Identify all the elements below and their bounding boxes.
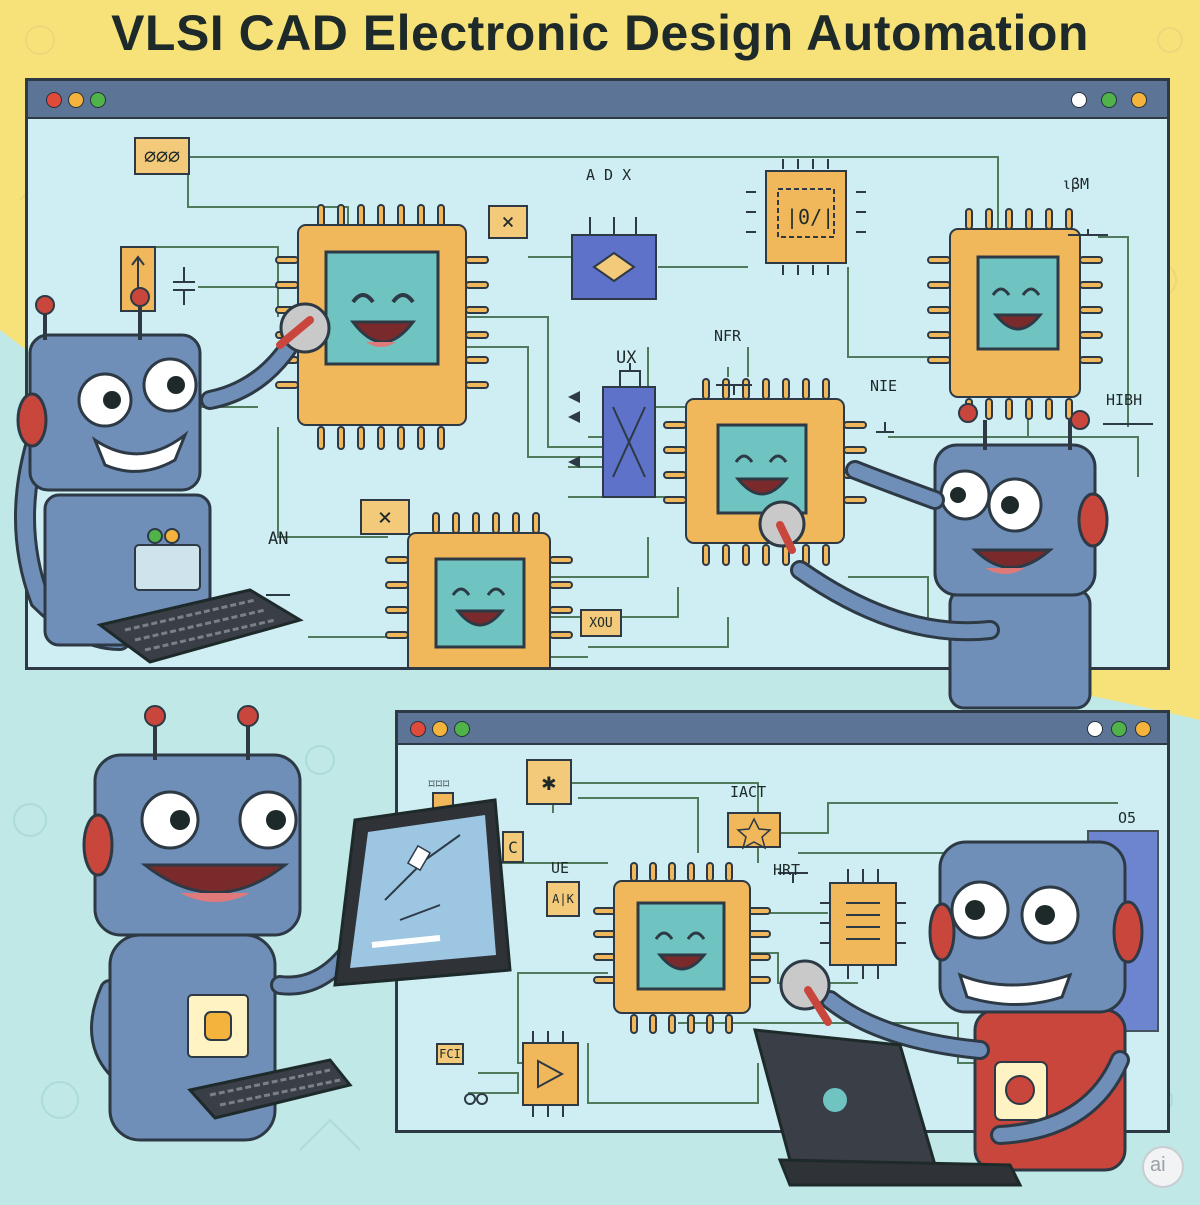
ux-label: UX — [616, 348, 637, 368]
bottom-schematic — [432, 782, 1159, 1117]
window-dot-white-icon[interactable] — [1087, 721, 1103, 737]
chip-smiling-5 — [593, 862, 771, 1034]
minimize-dot-icon[interactable] — [432, 721, 448, 737]
bottom-circuit-window: ✱ C A|K FCI ⌑⌑⌑ IACT HRT UE O5 — [395, 710, 1170, 1133]
adx-label: A D X — [586, 166, 632, 184]
maximize-dot-icon[interactable] — [454, 721, 470, 737]
minimize-dot-icon[interactable] — [68, 92, 84, 108]
window-dot-white-icon[interactable] — [1071, 92, 1087, 108]
chip-smiling-3 — [663, 378, 867, 566]
an-label: AN — [268, 529, 289, 549]
hrt-label: HRT — [773, 861, 801, 879]
chip-smiling-2 — [927, 208, 1103, 420]
side-panel — [1087, 830, 1159, 1032]
nie-label: NIE — [870, 377, 898, 395]
ak-block: A|K — [546, 881, 580, 917]
buffer-ic — [522, 1031, 579, 1117]
list-ic — [820, 869, 906, 979]
hibh-label: HIBH — [1106, 391, 1143, 409]
close-dot-icon[interactable] — [46, 92, 62, 108]
top-circuit-window: ⌀⌀⌀ × × XOU A D X |0/| UX NFR NIE HIBH ι… — [25, 78, 1170, 670]
maximize-dot-icon[interactable] — [90, 92, 106, 108]
page-title: VLSI CAD Electronic Design Automation — [111, 5, 1089, 61]
bottom-window-titlebar[interactable] — [398, 713, 1167, 745]
window-dot-green-icon[interactable] — [1111, 721, 1127, 737]
ai-badge-label: ai — [1150, 1154, 1166, 1176]
ibm-label: ιβM — [1062, 175, 1090, 193]
chip-smiling-4 — [385, 512, 573, 667]
x-block-2: × — [360, 499, 410, 535]
c-block: C — [502, 831, 524, 863]
fci-block: FCI — [436, 1043, 464, 1065]
xou-block: XOU — [580, 609, 622, 637]
close-dot-icon[interactable] — [410, 721, 426, 737]
nfr-label: NFR — [714, 327, 742, 345]
x-block-1: × — [488, 205, 528, 239]
ue-label: UE — [551, 859, 570, 877]
top-window-titlebar[interactable] — [28, 81, 1167, 119]
window-dot-orange-icon[interactable] — [1135, 721, 1151, 737]
dd-label: ⌑⌑⌑ — [428, 777, 450, 791]
chip-code-label: |0/| — [786, 205, 835, 229]
star-block: ✱ — [526, 759, 572, 805]
chip-smiling-1 — [275, 204, 489, 450]
oscillator-block: ⌀⌀⌀ — [134, 137, 190, 175]
top-schematic — [120, 156, 1153, 667]
o5-label: O5 — [1118, 809, 1137, 827]
iact-label: IACT — [730, 783, 767, 801]
small-ic — [746, 159, 866, 275]
window-dot-green-icon[interactable] — [1101, 92, 1117, 108]
window-dot-orange-icon[interactable] — [1131, 92, 1147, 108]
